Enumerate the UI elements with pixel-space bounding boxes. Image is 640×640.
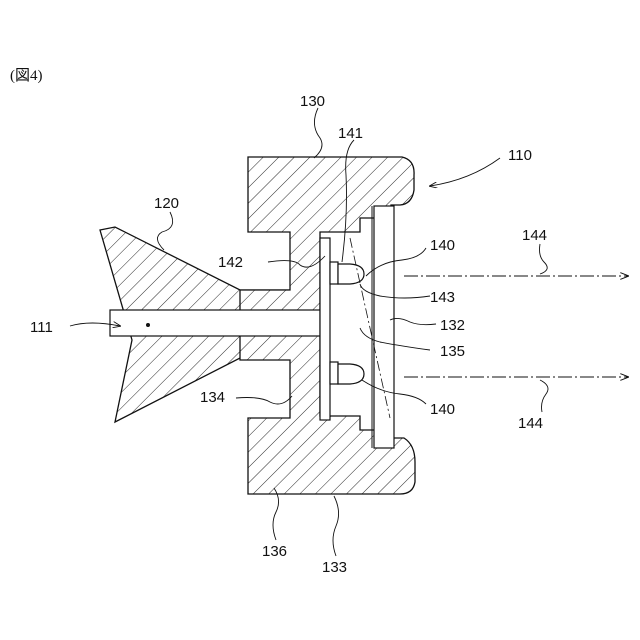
led-140-upper [330, 262, 364, 284]
label-134: 134 [200, 389, 225, 406]
label-132: 132 [440, 317, 465, 334]
label-111: 111 [30, 319, 53, 336]
label-110: 110 [508, 147, 532, 164]
label-140-upper: 140 [430, 237, 455, 254]
led-140-lower [330, 362, 364, 384]
label-136: 136 [262, 543, 287, 560]
figure-label: (図4) [10, 67, 43, 84]
cover-132 [374, 206, 394, 448]
label-141: 141 [338, 125, 363, 142]
label-120: 120 [154, 195, 179, 212]
label-133: 133 [322, 559, 347, 576]
label-144-upper: 144 [522, 227, 547, 244]
label-140-lower: 140 [430, 401, 455, 418]
circuit-board-142 [320, 238, 330, 420]
label-144-lower: 144 [518, 415, 543, 432]
label-143: 143 [430, 289, 455, 306]
fiber-tip-dot [146, 323, 150, 327]
label-135: 135 [440, 343, 465, 360]
optical-fiber-111 [110, 310, 320, 336]
label-130: 130 [300, 93, 325, 110]
label-142: 142 [218, 254, 243, 271]
